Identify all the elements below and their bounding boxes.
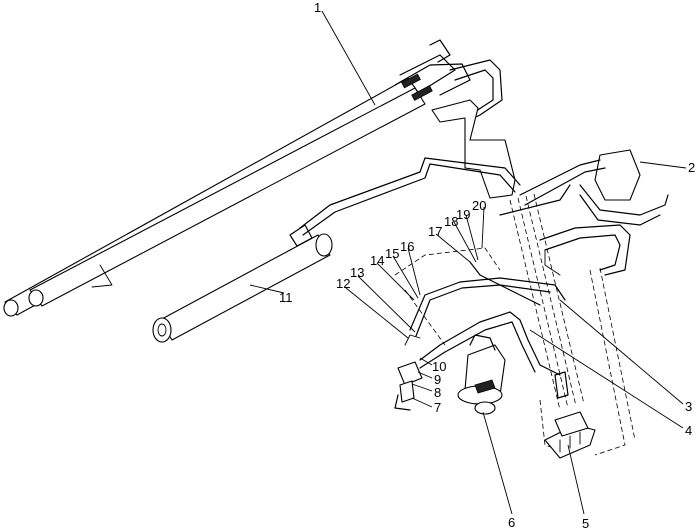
callout-17: 17 [428,224,442,239]
callout-11: 11 [279,290,293,305]
callout-1: 1 [314,0,321,15]
callout-labels: 1 2 3 4 5 6 7 8 9 10 11 12 13 14 15 16 1… [279,0,695,531]
dashed-routing-lines [394,193,636,456]
callout-19: 19 [456,207,470,222]
callout-10: 10 [432,359,446,374]
callout-5: 5 [582,516,589,531]
callout-13: 13 [350,265,364,280]
callout-6: 6 [508,515,515,530]
callout-3: 3 [685,399,692,414]
callout-20: 20 [472,198,486,213]
callout-14: 14 [370,253,384,268]
valve-block-assembly [499,149,669,226]
callout-2: 2 [688,160,695,175]
callout-4: 4 [685,423,692,438]
callout-12: 12 [336,276,350,291]
callout-16: 16 [400,239,414,254]
lower-left-valve [394,334,423,411]
middle-hose-line [299,157,521,236]
right-lower-lines [539,224,631,276]
leader-lines [249,10,687,515]
callout-15: 15 [385,246,399,261]
lift-cylinder [152,224,333,343]
callout-8: 8 [434,385,441,400]
rotary-swivel [457,334,506,415]
boom-tube-assembly [3,39,471,317]
callout-7: 7 [434,400,441,415]
callout-18: 18 [444,214,458,229]
base-valve-plate [544,371,596,459]
callout-9: 9 [434,372,441,387]
